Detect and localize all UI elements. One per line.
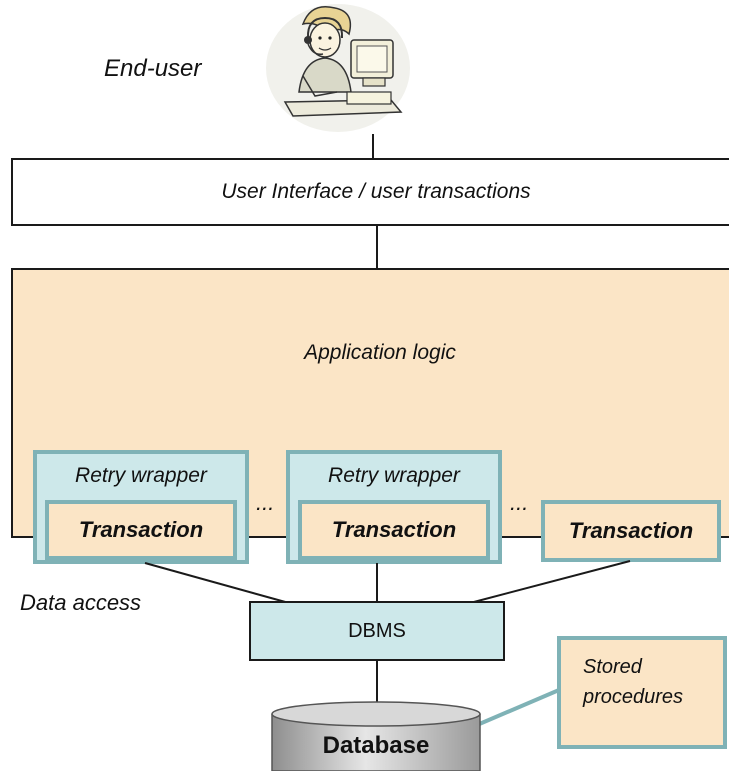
- connector-user-to-ui: [372, 134, 374, 158]
- connector-txn1-dbms: [144, 562, 290, 604]
- transaction-label: Transaction: [78, 517, 204, 542]
- application-logic-label: Application logic: [304, 341, 456, 364]
- retry-wrapper-1: Retry wrapper Transaction: [33, 450, 249, 564]
- dbms-box: DBMS: [249, 601, 505, 661]
- dbms-label: DBMS: [348, 619, 406, 642]
- transaction-box-3: Transaction: [541, 500, 721, 562]
- transaction-box-1: Transaction: [45, 500, 237, 560]
- data-access-label: Data access: [20, 590, 142, 615]
- database-cylinder-icon: [271, 701, 481, 771]
- stored-procedures-line1: Stored: [583, 656, 642, 678]
- retry-wrapper-label: Retry wrapper: [75, 464, 207, 487]
- transaction-label: Transaction: [331, 517, 457, 542]
- connector-txn3-dbms: [469, 560, 631, 604]
- user-interface-label: User Interface / user transactions: [221, 180, 531, 203]
- connector-db-stored: [469, 688, 560, 730]
- retry-wrapper-label: Retry wrapper: [328, 464, 460, 487]
- end-user-label: End-user: [104, 55, 202, 82]
- ellipsis-1: ...: [256, 490, 275, 515]
- retry-wrapper-2: Retry wrapper Transaction: [286, 450, 502, 564]
- stored-procedures-box: Stored procedures: [557, 636, 727, 749]
- user-interface-bar: User Interface / user transactions: [11, 158, 729, 226]
- transaction-label: Transaction: [568, 518, 694, 543]
- ellipsis-2: ...: [510, 490, 529, 515]
- connector-ui-to-app: [376, 226, 378, 268]
- end-user-illustration-icon: [266, 4, 410, 132]
- transaction-box-2: Transaction: [298, 500, 490, 560]
- stored-procedures-line2: procedures: [583, 686, 684, 708]
- database-label: Database: [322, 732, 430, 759]
